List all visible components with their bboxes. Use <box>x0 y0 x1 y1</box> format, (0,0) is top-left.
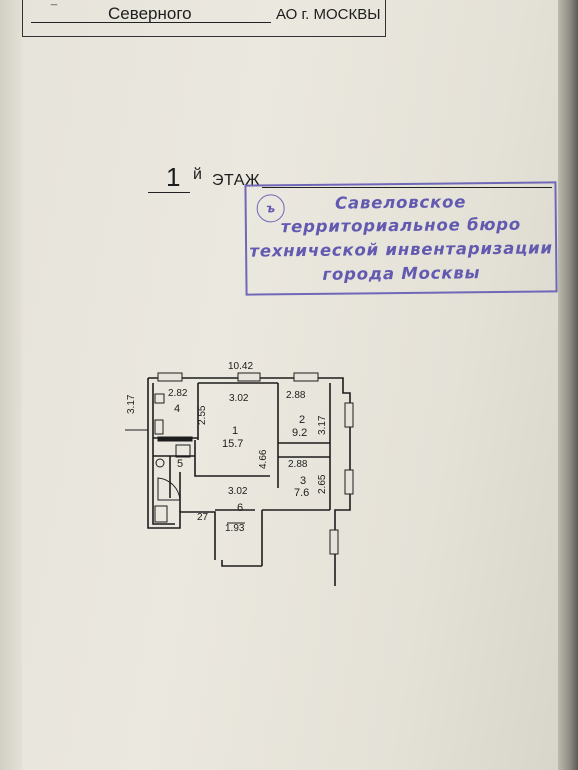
room4-dim-width: 2.82 <box>168 388 188 399</box>
window-6 <box>329 529 339 555</box>
dim-1-93: 1.93 <box>225 523 245 534</box>
form-header: _ Северного АО г. МОСКВЫ <box>22 0 386 37</box>
room2-dim-height: 3.17 <box>317 415 328 435</box>
floor-underline <box>148 192 190 193</box>
fixture-stove <box>154 419 164 435</box>
room1-number: 1 <box>232 425 238 437</box>
room1-area: 15.7 <box>222 438 243 450</box>
floor-plan: 10.42 3.17 2.82 4 2.55 3.02 1 15.7 4.66 … <box>125 361 354 586</box>
room4-dim-height: 2.55 <box>197 405 208 425</box>
room2-dim-width: 2.88 <box>286 390 306 401</box>
underline <box>31 22 271 23</box>
dim-overall-width: 10.42 <box>228 361 253 372</box>
fixtures <box>125 393 245 524</box>
background-edge <box>558 0 578 770</box>
page-edge <box>0 0 22 770</box>
dim-overall-depth: 3.17 <box>126 394 137 414</box>
room6-dim-width: 3.02 <box>228 486 248 497</box>
fixture-counter <box>157 436 193 442</box>
window-3 <box>293 372 319 382</box>
inner-wall-left <box>152 383 175 525</box>
window-2 <box>237 372 261 382</box>
floor-number: 1 <box>166 162 181 192</box>
window-4 <box>344 402 354 428</box>
door-swing <box>157 477 181 501</box>
wall-corridor-bottom <box>221 560 262 567</box>
fixture-sink <box>154 393 165 404</box>
room1-dim-height: 4.66 <box>258 449 269 469</box>
floor-suffix: й <box>193 166 202 183</box>
outer-wall-right <box>148 377 351 586</box>
floor-label: ЭТАЖ <box>212 172 261 189</box>
cut-off-text: _ <box>51 0 58 6</box>
city-suffix: АО г. МОСКВЫ <box>276 6 381 23</box>
window-1 <box>157 372 183 382</box>
dim-27: 27 <box>197 512 209 523</box>
room1-dim-width: 3.02 <box>229 393 249 404</box>
floor-rule <box>262 187 552 188</box>
room3-area: 7.6 <box>294 487 309 499</box>
outer-wall-left <box>147 378 216 560</box>
district-name: Северного <box>108 4 192 23</box>
windows <box>157 372 354 555</box>
fixture-bath <box>175 444 191 458</box>
document-page <box>0 0 560 770</box>
room2-number: 2 <box>299 414 305 426</box>
room3-dim-height: 2.65 <box>317 474 328 494</box>
room2-area: 9.2 <box>292 427 307 439</box>
window-5 <box>344 469 354 495</box>
room4-number: 4 <box>174 403 180 415</box>
room5-number: 5 <box>177 458 183 470</box>
wall-room1-bottom <box>194 440 270 477</box>
fixture-cabinet <box>154 505 168 523</box>
fixture-toilet <box>155 458 165 468</box>
room3-dim-width: 2.88 <box>288 459 308 470</box>
room3-number: 3 <box>300 475 306 487</box>
room6-number: 6 <box>237 502 243 514</box>
